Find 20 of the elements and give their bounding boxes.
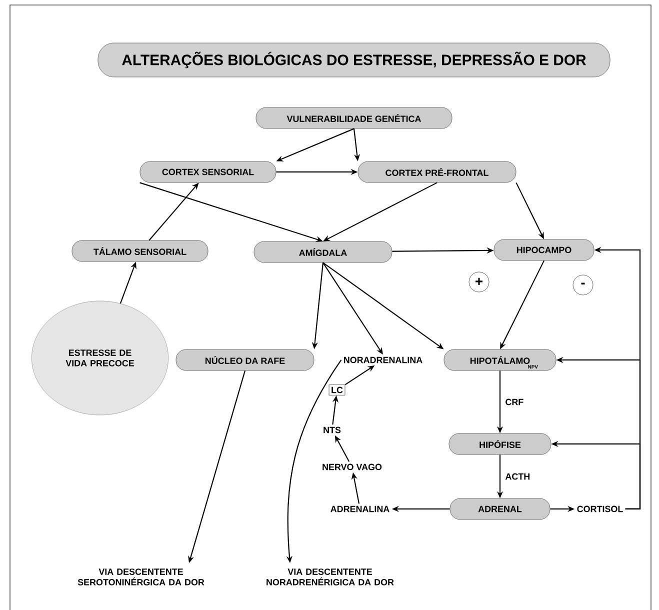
small-box: LC	[328, 384, 346, 396]
process-box: AMÍGDALA	[254, 241, 392, 263]
node-text: ADRENALINA	[330, 506, 390, 512]
process-box: NÚCLEO DA RAFE	[176, 349, 314, 371]
process-box: ADRENAL	[450, 498, 550, 520]
process-box: HIPOCAMPO	[494, 239, 594, 261]
end-text: VIA DESCENTENTE NORADRENÉRIGICA DA DOR	[266, 568, 394, 586]
process-box: TÁLAMO SENSORIAL	[72, 240, 208, 262]
process-box: HIPÓFISE	[448, 433, 552, 455]
node-text: NERVO VAGO	[322, 464, 382, 470]
title-banner: ALTERAÇÕES BIOLÓGICAS DO ESTRESSE, DEPRESSÃO E DOR	[98, 42, 610, 78]
end-text: VIA DESCENTENTE SEROTONINÉRGICA DA DOR	[78, 568, 204, 586]
process-box: CORTEX SENSORIAL	[140, 161, 276, 183]
node-text: CORTISOL	[577, 506, 623, 512]
process-box: CORTEX PRÉ-FRONTAL	[358, 161, 516, 183]
node-text: NTS	[324, 426, 341, 434]
edge-label: ACTH	[505, 473, 530, 480]
node-text: NORADRENALINA	[344, 356, 422, 364]
process-box: VULNERABILIDADE GENÉTICA	[256, 107, 452, 129]
edge-label: CRF	[506, 398, 524, 406]
